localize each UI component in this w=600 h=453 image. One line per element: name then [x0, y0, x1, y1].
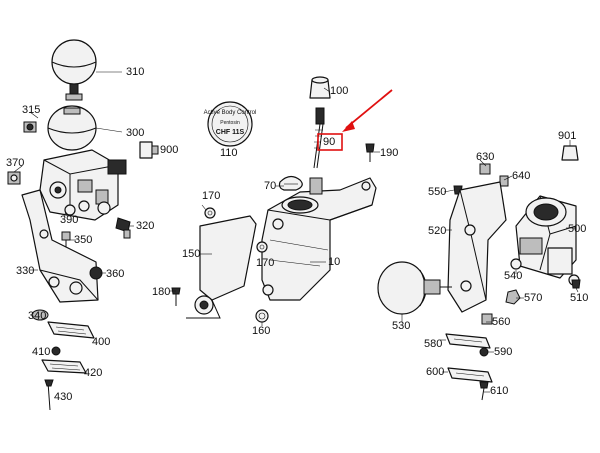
part-label-520: 520	[428, 225, 447, 237]
callout-highlight-box	[317, 133, 343, 151]
part-label-630: 630	[476, 151, 495, 163]
part-label-560: 560	[492, 316, 511, 328]
part-label-590: 590	[494, 346, 513, 358]
part-label-160: 160	[252, 325, 271, 337]
part-label-300: 300	[126, 127, 145, 139]
part-label-350: 350	[74, 234, 93, 246]
part-label-540: 540	[504, 270, 523, 282]
part-label-530: 530	[392, 320, 411, 332]
part-label-90: 90	[323, 136, 336, 148]
part-label-340: 340	[28, 310, 47, 322]
motor-icon	[525, 197, 580, 286]
part-label-100: 100	[330, 85, 349, 97]
part-label-10: 10	[328, 256, 341, 268]
part-label-901: 901	[558, 130, 577, 142]
part-label-570: 570	[524, 292, 543, 304]
cap-text-mid: Pentosin	[220, 120, 240, 126]
part-label-400: 400	[92, 336, 111, 348]
part-label-170-lower: 170	[256, 257, 275, 269]
part-label-320: 320	[136, 220, 155, 232]
part-label-370: 370	[6, 157, 25, 169]
part-label-500: 500	[568, 223, 587, 235]
part-label-420: 420	[84, 367, 103, 379]
part-label-550: 550	[428, 186, 447, 198]
accumulator-icon	[47, 39, 97, 151]
part-label-330: 330	[16, 265, 35, 277]
part-label-390: 390	[60, 214, 79, 226]
part-label-190: 190	[380, 147, 399, 159]
part-label-70: 70	[264, 180, 277, 192]
part-label-430: 430	[54, 391, 73, 403]
part-label-180: 180	[152, 286, 171, 298]
part-label-580: 580	[424, 338, 443, 350]
part-label-150: 150	[182, 248, 201, 260]
part-label-610: 610	[490, 385, 509, 397]
part-label-170-upper: 170	[202, 190, 221, 202]
part-label-310: 310	[126, 66, 145, 78]
callout-arrow	[345, 89, 393, 129]
part-label-510: 510	[570, 292, 589, 304]
callout-arrowhead	[342, 121, 355, 132]
valve-block-icon	[39, 149, 127, 221]
part-label-110: 110	[220, 147, 238, 159]
reservoir-cap-icon	[309, 76, 331, 99]
part-label-360: 360	[106, 268, 125, 280]
part-label-410: 410	[32, 346, 51, 358]
cap-text-bot: CHF 11S	[216, 129, 245, 136]
part-label-600: 600	[426, 366, 445, 378]
cap-text-top: Active Body Control	[204, 110, 257, 116]
part-label-315: 315	[22, 104, 41, 116]
part-label-640: 640	[512, 170, 531, 182]
part-label-900: 900	[160, 144, 179, 156]
